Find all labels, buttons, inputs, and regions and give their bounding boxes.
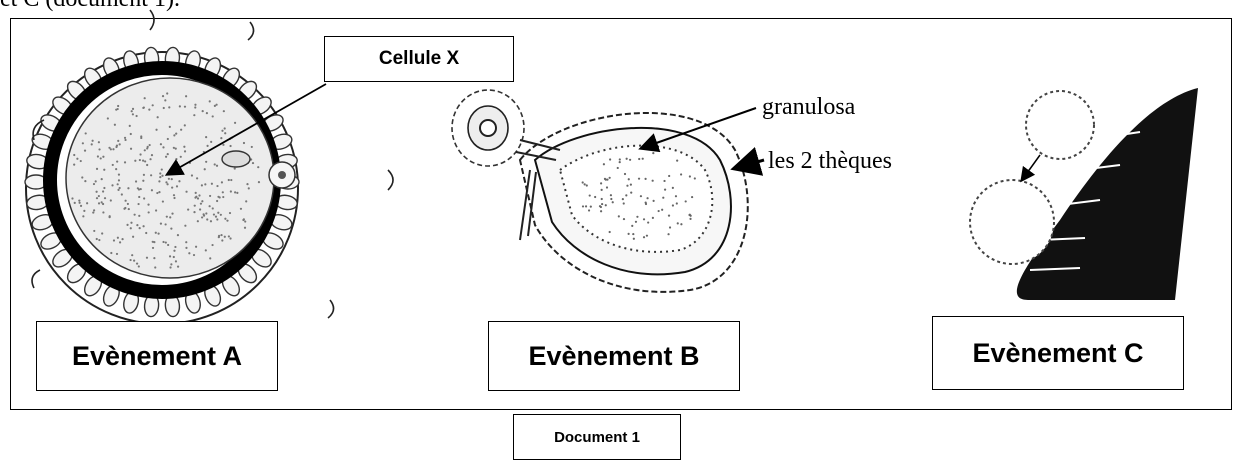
document-label: Document 1 (513, 414, 681, 460)
cellule-x-label: Cellule X (324, 36, 514, 82)
event-b-box: Evènement B (488, 321, 740, 391)
granulosa-label: granulosa (762, 94, 855, 121)
ovulation-follicle-drawing (452, 90, 764, 292)
event-c-box: Evènement C (932, 316, 1184, 390)
implantation-drawing (970, 88, 1198, 300)
event-a-box: Evènement A (36, 321, 278, 391)
theques-label: les 2 thèques (768, 148, 892, 175)
